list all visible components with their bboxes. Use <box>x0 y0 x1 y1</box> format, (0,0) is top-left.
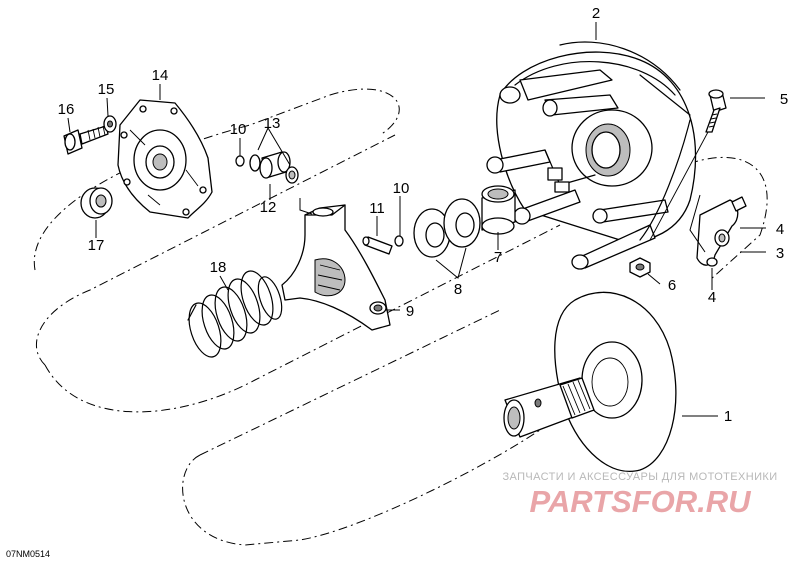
callout-1: 1 <box>724 408 732 425</box>
callout-15: 15 <box>98 81 115 98</box>
callout-17: 17 <box>88 237 105 254</box>
part-12-roller <box>259 151 291 179</box>
callout-12: 12 <box>260 199 277 216</box>
callout-4-lower: 4 <box>708 289 716 306</box>
part-18-spring <box>187 270 283 358</box>
leader-lines <box>67 22 766 417</box>
part-3-roller-arm <box>689 194 747 267</box>
part-1-movable-sheave <box>503 291 677 472</box>
callout-10-upper: 10 <box>230 121 247 138</box>
callout-11: 11 <box>369 200 385 217</box>
callout-5: 5 <box>780 91 788 108</box>
part-7-bushing <box>481 185 516 235</box>
part-6-nut <box>629 257 651 278</box>
callout-4-upper: 4 <box>776 221 784 238</box>
watermark-brand: PARTSFOR.RU <box>529 484 752 519</box>
part-8-washers <box>413 198 481 258</box>
callout-16: 16 <box>58 101 75 118</box>
callout-9: 9 <box>406 303 414 320</box>
part-5-bolt <box>649 89 727 241</box>
watermark-subtitle: ЗАПЧАСТИ И АКСЕССУАРЫ ДЛЯ МОТОТЕХНИКИ <box>502 471 777 483</box>
callout-7: 7 <box>494 249 502 266</box>
part-14-cover-plate <box>117 99 213 219</box>
part-11-pin <box>362 236 393 255</box>
part-2-spider-housing <box>486 41 697 270</box>
callout-13: 13 <box>264 115 281 132</box>
callout-14: 14 <box>152 67 169 84</box>
watermark: ЗАПЧАСТИ И АКСЕССУАРЫ ДЛЯ МОТОТЕХНИКИ PA… <box>502 471 777 519</box>
part-10-washer-upper <box>235 155 245 167</box>
belt-dashed-outline <box>33 88 768 546</box>
callout-6: 6 <box>668 277 676 294</box>
part-9-spring-cover <box>281 198 391 331</box>
callout-8: 8 <box>454 281 462 298</box>
part-16-screw <box>63 125 109 155</box>
part-13-washers <box>249 154 299 184</box>
callout-3: 3 <box>776 245 784 262</box>
callout-18: 18 <box>210 259 227 276</box>
part-15-washer <box>103 115 117 133</box>
drawing-code: 07NM0514 <box>6 549 50 559</box>
part-17-grommet <box>80 187 113 219</box>
callout-2: 2 <box>592 5 600 22</box>
callout-10-lower: 10 <box>393 180 410 197</box>
part-10-washer-lower <box>394 235 404 247</box>
callout-labels: 2 5 4 3 4 6 7 8 9 10 11 10 13 12 14 15 1… <box>58 5 789 425</box>
